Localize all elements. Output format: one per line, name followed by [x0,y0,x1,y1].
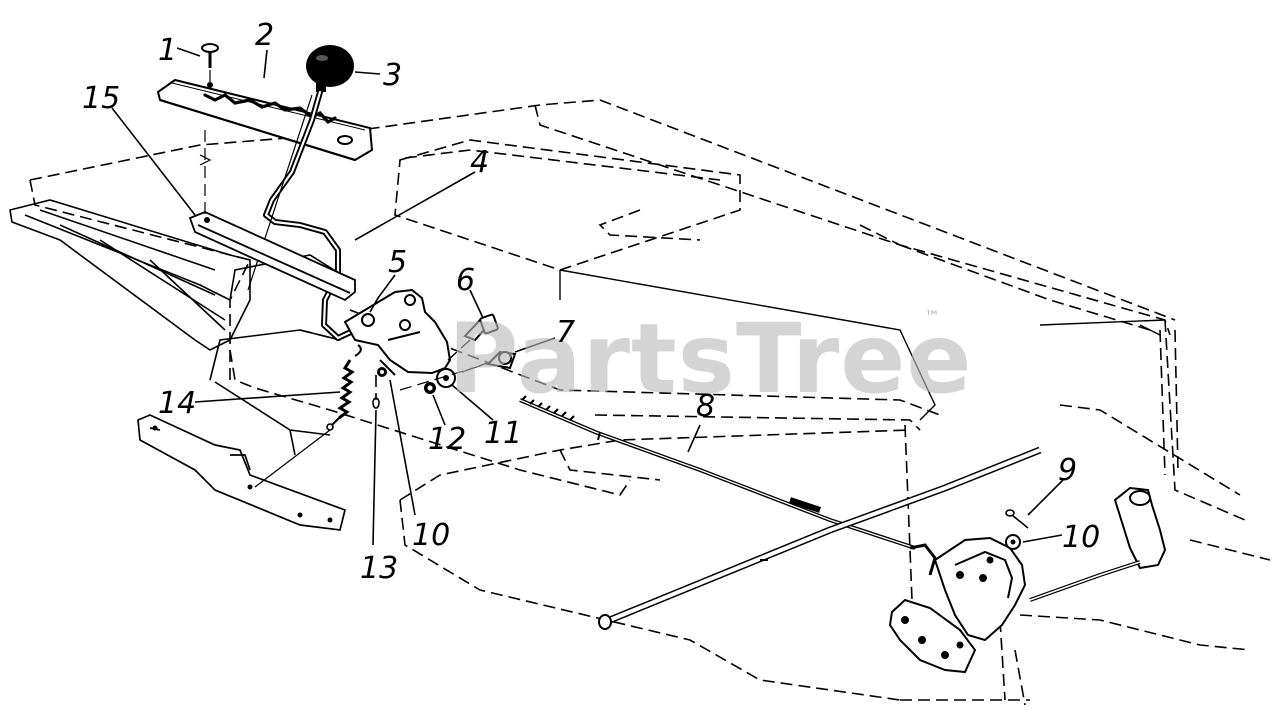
hood-panel [9,199,251,351]
watermark-trademark: ™ [924,307,940,326]
callout-11: 11 [484,416,522,451]
bracket-hole [204,217,210,223]
arm-pivot [361,313,375,327]
shift-knob [306,45,354,92]
callout-5: 5 [388,245,407,280]
washer [377,367,387,377]
shift-bracket [188,130,356,302]
spring [254,344,362,488]
watermark-brand: PartsTree [448,303,972,415]
callout-7: 7 [556,315,575,350]
callout-9: 9 [1058,453,1077,488]
rod-end-link [909,543,937,576]
watermark: PartsTree ™ [448,303,972,415]
shift-bell-crank [888,598,977,674]
callout-10b: 10 [1062,520,1100,555]
footrest-holes [152,425,333,523]
callout-13: 13 [360,551,398,586]
callout-6: 6 [456,263,475,298]
callout-1: 1 [158,33,177,68]
washer-right [1005,534,1021,550]
shift-arm [343,288,452,376]
chassis-outline [29,99,1271,706]
screw [201,43,219,82]
nut-7 [461,350,517,373]
bolt-6 [447,313,499,361]
shift-plate [156,78,374,162]
cross-shaft [598,446,1042,630]
cotter-pin [372,375,380,409]
shift-cam [933,536,1027,642]
washer-12 [424,382,436,394]
callout-2: 2 [255,18,274,53]
callout-12: 12 [428,422,466,457]
callout-14: 14 [158,386,196,421]
callout-15: 15 [82,81,120,116]
callout-8: 8 [696,389,715,424]
deck-outline [559,269,1166,421]
callout-4: 4 [470,145,489,180]
callout-10a: 10 [412,518,450,553]
pivot-post [1029,486,1167,602]
callout-3: 3 [383,58,402,93]
leader-lines [111,47,1064,546]
shift-rod [519,395,916,550]
cotter-pin-right [1005,509,1029,529]
callout-labels: 1 2 3 4 5 6 7 8 9 10 10 11 12 13 14 15 [82,18,1100,586]
